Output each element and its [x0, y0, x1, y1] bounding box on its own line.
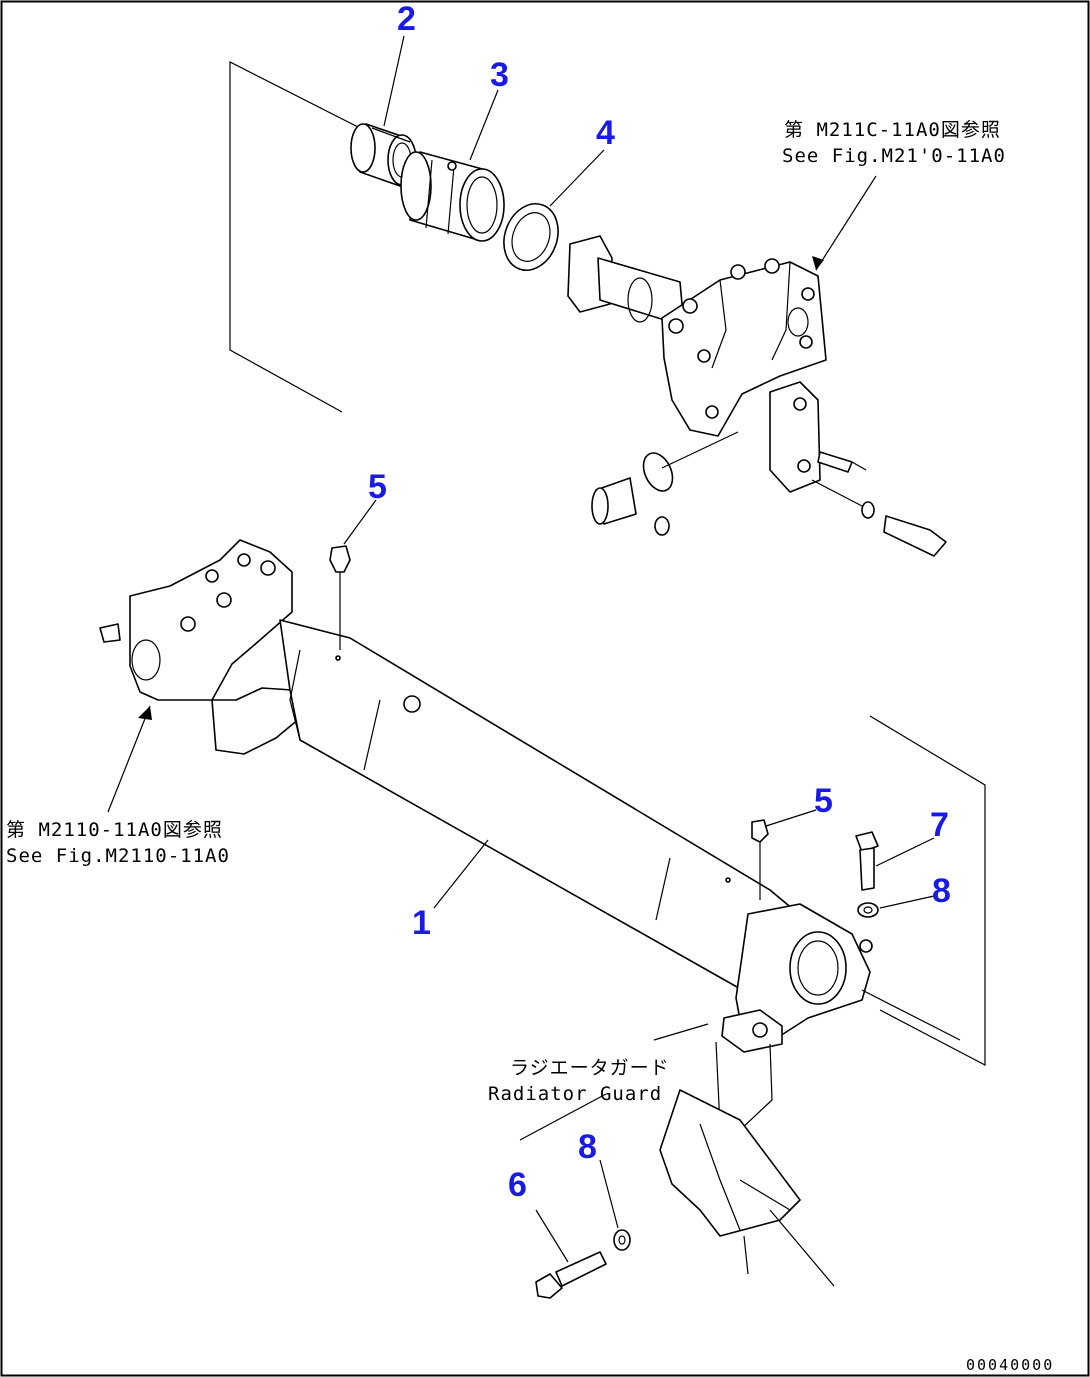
- bearing-sleeve-part-3: [400, 151, 505, 242]
- callout-3: 3: [490, 56, 509, 94]
- upper-assembly-plane: [229, 61, 361, 413]
- reference-left-japanese: 第 M2110-11A0図参照: [6, 819, 223, 841]
- callout-4: 4: [596, 114, 615, 152]
- callout-7: 7: [930, 806, 949, 844]
- grease-fitting-part-5-right: [751, 819, 769, 900]
- seal-ring-part-4: [503, 203, 559, 271]
- washer-part-8-right: [857, 902, 879, 918]
- reference-left-english: See Fig.M2110-11A0: [6, 845, 230, 867]
- bolt-part-6: [535, 1251, 607, 1299]
- lower-assembly-plane: [869, 715, 986, 1066]
- bolt-part-7: [855, 831, 879, 891]
- pivot-bracket-assembly: [567, 235, 867, 493]
- callout-5-lower: 5: [814, 782, 833, 820]
- callout-6: 6: [508, 1166, 527, 1204]
- radiator-guard-label-english: Radiator Guard: [488, 1083, 662, 1105]
- grease-fitting-part-5-left: [329, 545, 351, 650]
- leader-lines: [107, 35, 935, 1263]
- bracket-small-parts: [591, 431, 947, 557]
- radiator-guard: [659, 1041, 835, 1287]
- drawing-code: 00040000: [966, 1356, 1054, 1374]
- radiator-guard-label-japanese: ラジエータガード: [510, 1057, 670, 1079]
- callout-8-right: 8: [932, 872, 951, 910]
- callout-5-upper: 5: [368, 468, 387, 506]
- callout-2: 2: [397, 0, 416, 38]
- axle-beam-part-1: [99, 539, 961, 1053]
- callout-1: 1: [412, 904, 431, 942]
- reference-top-japanese: 第 M211C-11A0図参照: [784, 119, 1001, 141]
- reference-top-english: See Fig.M21'0-11A0: [782, 145, 1006, 167]
- washer-part-8-lower: [613, 1229, 631, 1251]
- callout-8-lower: 8: [578, 1128, 597, 1166]
